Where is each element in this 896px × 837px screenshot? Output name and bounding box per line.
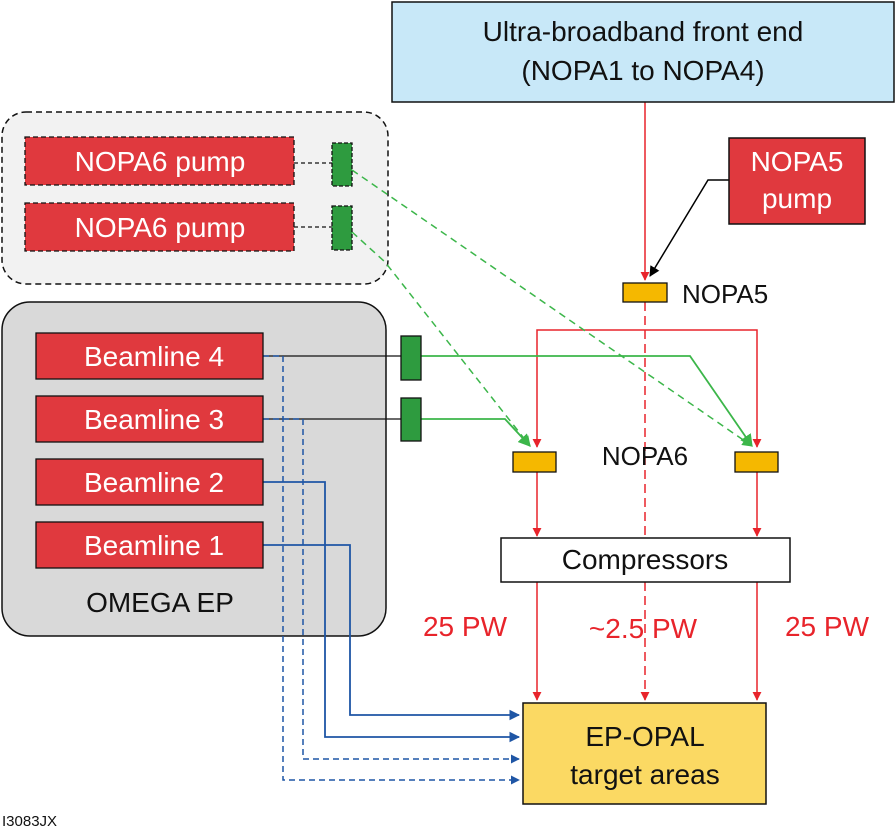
beamline-4-box xyxy=(35,332,264,380)
nopa6-label: NOPA6 xyxy=(602,441,688,471)
split-right-line xyxy=(645,329,762,448)
power-left-label: 25 PW xyxy=(423,611,508,642)
nopa5-pump-box xyxy=(728,137,866,225)
beamline-4-crystal xyxy=(400,335,422,381)
beamline-2-box xyxy=(35,458,264,506)
split-left-line xyxy=(532,329,645,448)
nopa5-crystal xyxy=(622,282,668,303)
front-end-title: Ultra-broadband front end xyxy=(483,16,804,47)
nopa6-pump-2-green-dashed xyxy=(351,231,531,447)
beamline-1-label: Beamline 1 xyxy=(84,530,224,561)
beamline-3-crystal xyxy=(400,397,422,442)
beamline-4-green-arrow xyxy=(421,355,753,448)
beamline-4-label: Beamline 4 xyxy=(84,341,224,372)
beamline-3-label: Beamline 3 xyxy=(84,404,224,435)
nopa6-crystal-left xyxy=(512,451,557,473)
front-end-subtitle: (NOPA1 to NOPA4) xyxy=(521,55,764,86)
nopa5-pump-label-line2: pump xyxy=(762,183,832,214)
nopa6-pump-label-1: NOPA6 pump xyxy=(75,146,246,177)
beamline-3-green-arrow xyxy=(421,418,531,447)
nopa6-pump-1-green-dashed xyxy=(351,169,753,447)
nopa6-pump-2-crystal xyxy=(331,205,353,251)
compressors-label: Compressors xyxy=(562,544,728,575)
nopa6-pump-label-2: NOPA6 pump xyxy=(75,212,246,243)
figure-id: I3083JX xyxy=(2,813,57,830)
omega-ep-label: OMEGA EP xyxy=(86,587,234,618)
target-label-line1: EP-OPAL xyxy=(585,721,704,752)
nopa5-label: NOPA5 xyxy=(682,279,768,309)
beamline-2-label: Beamline 2 xyxy=(84,467,224,498)
target-areas-box xyxy=(522,702,767,805)
beamline-1-blue-line xyxy=(263,544,521,721)
power-right-label: 25 PW xyxy=(785,611,870,642)
power-center-label: ~2.5 PW xyxy=(589,613,698,644)
beamline-3-box xyxy=(35,395,264,443)
nopa6-pump-box-2 xyxy=(24,202,295,252)
beamline-4-blue-dashed xyxy=(263,355,520,785)
beamline-1-box xyxy=(35,521,264,569)
front-end-box xyxy=(391,1,895,103)
nopa6-pump-1-crystal xyxy=(331,142,353,187)
compressors-box xyxy=(500,537,791,583)
nopa5-pump-label-line1: NOPA5 xyxy=(751,146,844,177)
nopa6-crystal-right xyxy=(734,451,779,473)
nopa5-pump-arrow xyxy=(649,179,729,277)
beamline-2-blue-line xyxy=(263,481,521,743)
target-label-line2: target areas xyxy=(570,759,719,790)
beamline-3-blue-dashed xyxy=(263,418,520,764)
nopa6-pump-box-1 xyxy=(24,136,295,186)
